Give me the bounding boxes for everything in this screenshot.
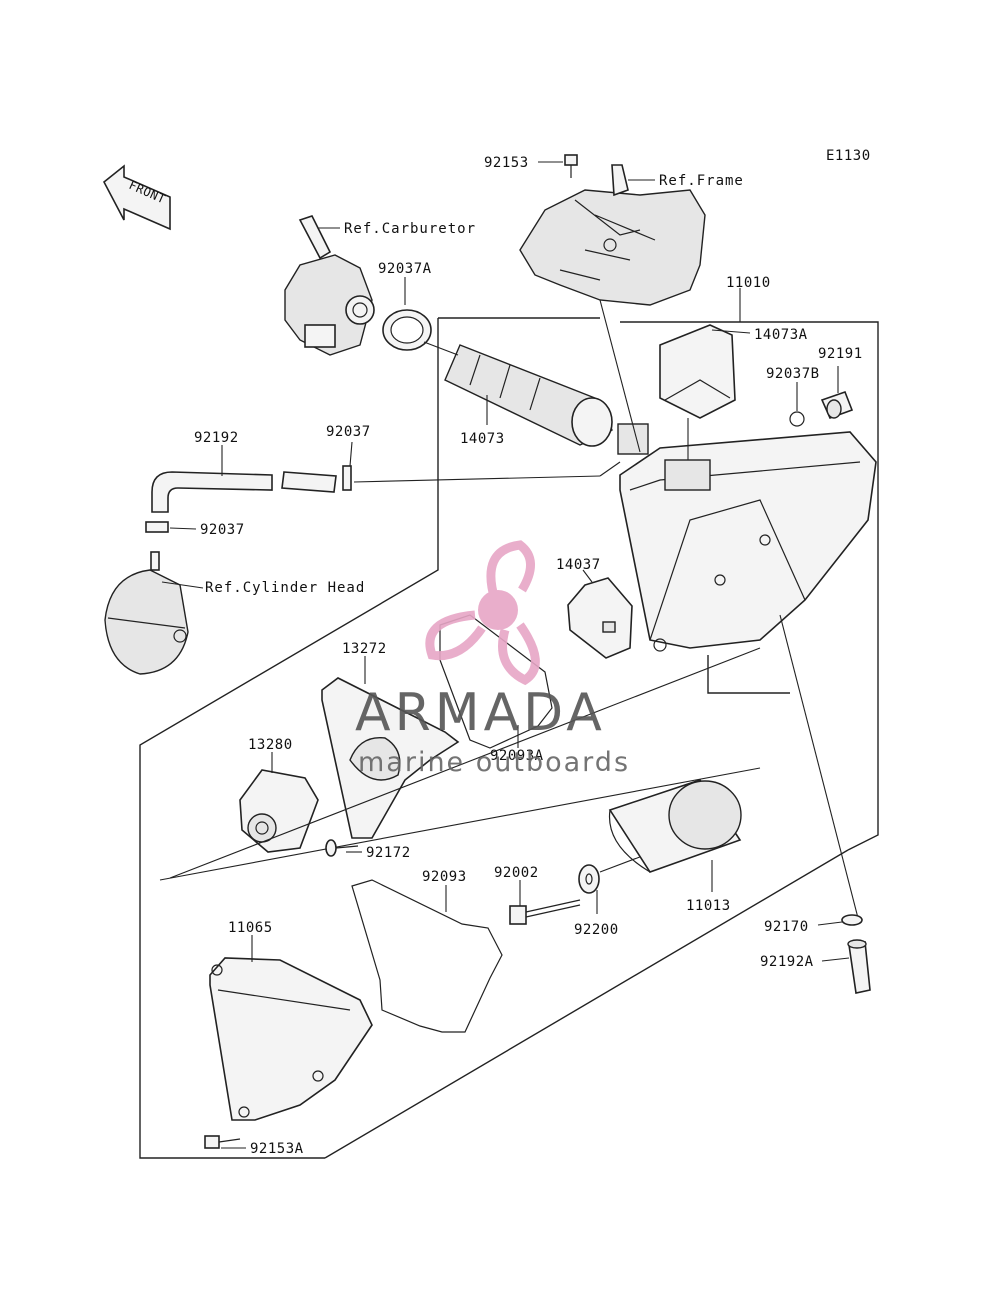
washer-92200-part [578,864,600,894]
label-92093A: 92093A [490,748,544,764]
diagram-code: E1130 [826,148,871,164]
front-arrow-icon: FRONT [102,164,171,231]
clip-92170-part [841,914,863,926]
ref-frame-label: Ref.Frame [659,173,744,189]
label-13280: 13280 [248,737,293,753]
armada-propeller-logo [425,540,540,686]
holder-13280-part [239,769,319,853]
carburetor-reference-drawing [284,215,375,356]
label-92200: 92200 [574,922,619,938]
cover-14037-part [567,577,633,659]
label-11013: 11013 [686,898,731,914]
gasket-92093-part [351,879,503,1033]
label-92037-upper: 92037 [326,424,371,440]
label-92192A: 92192A [760,954,814,970]
watermark-tagline: marine outboards [358,747,630,778]
label-92037B: 92037B [766,366,820,382]
plate-13272-part [321,677,460,839]
frame-reference-drawing [519,164,706,306]
bolt-92153-part [564,154,578,178]
label-92153: 92153 [484,155,529,171]
hose-92192-part [151,471,337,513]
label-11010: 11010 [726,275,771,291]
label-11065: 11065 [228,920,273,936]
label-14037: 14037 [556,557,601,573]
label-14073A: 14073A [754,327,808,343]
gasket-92093A-part [439,614,553,749]
air-cleaner-housing-part [617,423,877,652]
armada-watermark: ARMADA marine outboards [355,540,630,778]
label-13272: 13272 [342,641,387,657]
boot-14073A-part [659,324,736,419]
label-92191: 92191 [818,346,863,362]
cover-11065-part [209,957,373,1121]
bolt-92002-part [509,899,581,925]
label-14073: 14073 [460,431,505,447]
filter-element-11013-part [608,779,742,873]
cylinder-head-reference-drawing [104,551,189,675]
ref-carburetor-label: Ref.Carburetor [344,221,476,237]
clip-92037-lower-part [145,521,169,533]
label-92192: 92192 [194,430,239,446]
screw-92172-part [325,839,359,857]
hose-92192A-part [847,939,871,994]
duct-14073-part [444,344,613,447]
cap-92191-part [820,390,854,420]
clip-92037-upper-part [342,465,352,491]
ref-cylinder-head-label: Ref.Cylinder Head [205,580,365,596]
bolt-92153A-part [204,1135,241,1149]
label-92170: 92170 [764,919,809,935]
label-92002: 92002 [494,865,539,881]
watermark-brand: ARMADA [355,683,606,743]
clamp-92037A-part [382,309,432,351]
label-92093: 92093 [422,869,467,885]
label-92037-lower: 92037 [200,522,245,538]
label-92037A: 92037A [378,261,432,277]
label-92172: 92172 [366,845,411,861]
label-92153A: 92153A [250,1141,304,1157]
clip-92037B-part [789,411,805,427]
